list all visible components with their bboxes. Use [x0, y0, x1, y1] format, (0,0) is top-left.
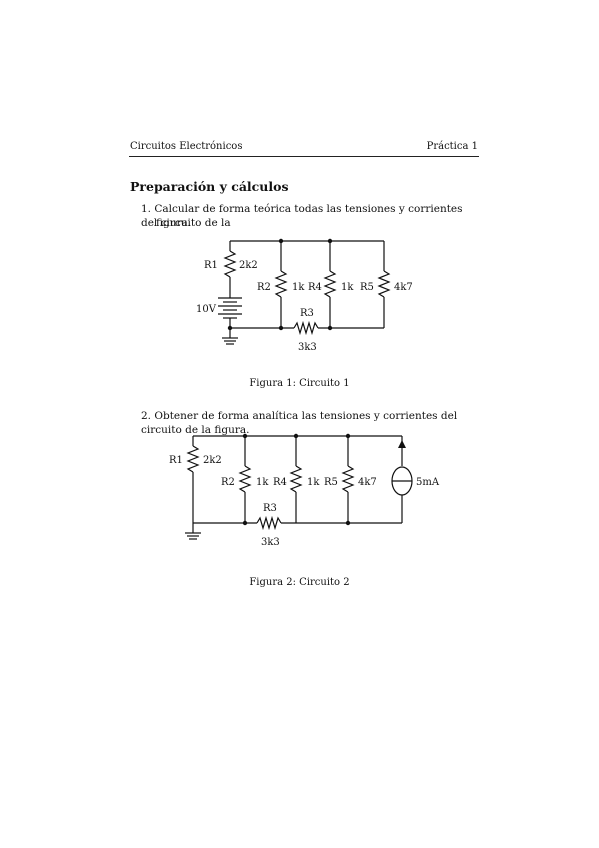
fig2-r5-label: R5 — [324, 477, 338, 488]
header-rule — [129, 156, 479, 157]
list-item-number: 2. — [141, 410, 152, 422]
fig2-r1-value: 2k2 — [203, 455, 222, 466]
fig2-r4-value: 1k — [307, 477, 320, 488]
fig2-r2-value: 1k — [256, 477, 269, 488]
fig2-r4-label: R4 — [273, 477, 287, 488]
fig1-r3-label: R3 — [300, 308, 314, 319]
list-item-text: Obtener de forma analítica las tensiones… — [141, 410, 458, 436]
fig1-r3-value: 3k3 — [298, 342, 317, 353]
fig1-r5-label: R5 — [360, 282, 374, 293]
circuit-2-wires — [185, 435, 413, 540]
section-title: Preparación y cálculos — [130, 179, 289, 194]
fig2-r3-label: R3 — [263, 503, 277, 514]
fig2-r5-value: 4k7 — [358, 477, 377, 488]
list-item-1-continuation: figura. — [156, 217, 192, 229]
fig1-r4-label: R4 — [308, 282, 322, 293]
list-item-text: Calcular de forma teórica todas las tens… — [141, 203, 463, 229]
running-header-title: Circuitos Electrónicos — [130, 141, 243, 152]
fig2-r2-label: R2 — [221, 477, 235, 488]
figure-2-caption: Figura 2: Circuito 2 — [249, 577, 350, 588]
fig1-r4-value: 1k — [341, 282, 354, 293]
fig2-source-label: 5mA — [416, 477, 440, 488]
list-item-2: 2. Obtener de forma analítica las tensio… — [141, 409, 486, 437]
fig1-r1-label: R1 — [204, 260, 218, 271]
fig2-r1-label: R1 — [169, 455, 183, 466]
figure-1-caption: Figura 1: Circuito 1 — [249, 378, 350, 389]
list-item-1: 1. Calcular de forma teórica todas las t… — [141, 202, 481, 230]
fig2-r3-value: 3k3 — [261, 537, 280, 548]
fig1-r2-value: 1k — [292, 282, 305, 293]
list-item-number: 1. — [141, 203, 152, 215]
fig1-r1-value: 2k2 — [239, 260, 258, 271]
fig1-r2-label: R2 — [257, 282, 271, 293]
fig1-source-label: 10V — [196, 304, 217, 315]
circuit-1-nodes — [227, 238, 333, 331]
fig1-r5-value: 4k7 — [394, 282, 413, 293]
circuit-2-nodes — [242, 433, 351, 526]
running-header-page: Práctica 1 — [426, 141, 478, 152]
